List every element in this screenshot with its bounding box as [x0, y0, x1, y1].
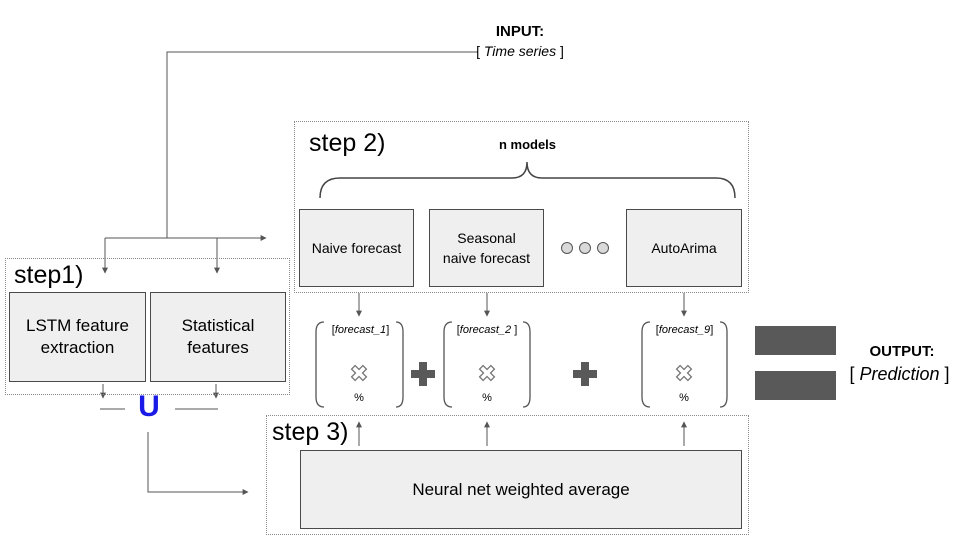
step1-container — [5, 258, 290, 395]
equals-icon-top-bar — [755, 326, 836, 355]
output-bracket-close: ] — [939, 364, 950, 384]
step1-to-union-connector — [100, 384, 219, 410]
output-value: Prediction — [859, 364, 940, 384]
forecast-1-name: forecast_1 — [334, 324, 387, 336]
n-models-brace — [319, 161, 736, 199]
step3-to-forecast-arrows — [356, 421, 687, 446]
step2-container — [294, 121, 749, 293]
ellipsis-icon — [561, 242, 609, 254]
forecast-9-name: forecast_9 — [658, 324, 711, 336]
model-naive-forecast: Naive forecast — [299, 209, 414, 287]
lstm-feature-extraction-box: LSTM feature extraction — [9, 292, 146, 382]
step3-container — [266, 415, 749, 535]
forecast-2-unit: % — [482, 392, 492, 404]
step1-label: step1) — [14, 261, 84, 289]
input-bracket-open: [ — [476, 43, 484, 59]
output-value-line: [ Prediction ] — [842, 364, 957, 385]
forecast-2-label: [forecast_2 ] — [456, 324, 518, 336]
statistical-features-box: Statistical features — [150, 292, 286, 382]
input-connector — [102, 51, 478, 274]
forecast-1-label: [forecast_1] — [331, 324, 390, 336]
forecast-9-unit: % — [679, 392, 689, 404]
step3-label: step 3) — [272, 418, 349, 446]
union-to-step3-connector — [147, 432, 249, 495]
input-value-line: [ Time series ] — [460, 43, 580, 59]
equals-icon-bottom-bar — [755, 371, 836, 400]
n-models-label: n models — [498, 137, 557, 152]
step2-label: step 2) — [309, 129, 386, 157]
neural-net-weighted-average-box: Neural net weighted average — [300, 450, 742, 529]
forecast-brackets — [315, 321, 728, 408]
input-bracket-close: ] — [556, 43, 564, 59]
model-seasonal-naive-forecast: Seasonal naive forecast — [429, 209, 544, 287]
output-bracket-open: [ — [849, 364, 860, 384]
output-heading: OUTPUT: — [869, 343, 935, 360]
forecast-1-unit: % — [354, 392, 364, 404]
multiply-icon — [350, 364, 693, 382]
plus-icon — [411, 362, 597, 386]
forecast-9-label: [forecast_9] — [655, 324, 714, 336]
model-autoarima: AutoArima — [626, 209, 742, 287]
union-symbol: U — [138, 390, 160, 423]
input-heading: INPUT: — [495, 23, 545, 40]
forecast-2-name: forecast_2 — [459, 324, 512, 336]
input-value: Time series — [483, 43, 557, 59]
model-to-forecast-arrows — [356, 293, 687, 317]
